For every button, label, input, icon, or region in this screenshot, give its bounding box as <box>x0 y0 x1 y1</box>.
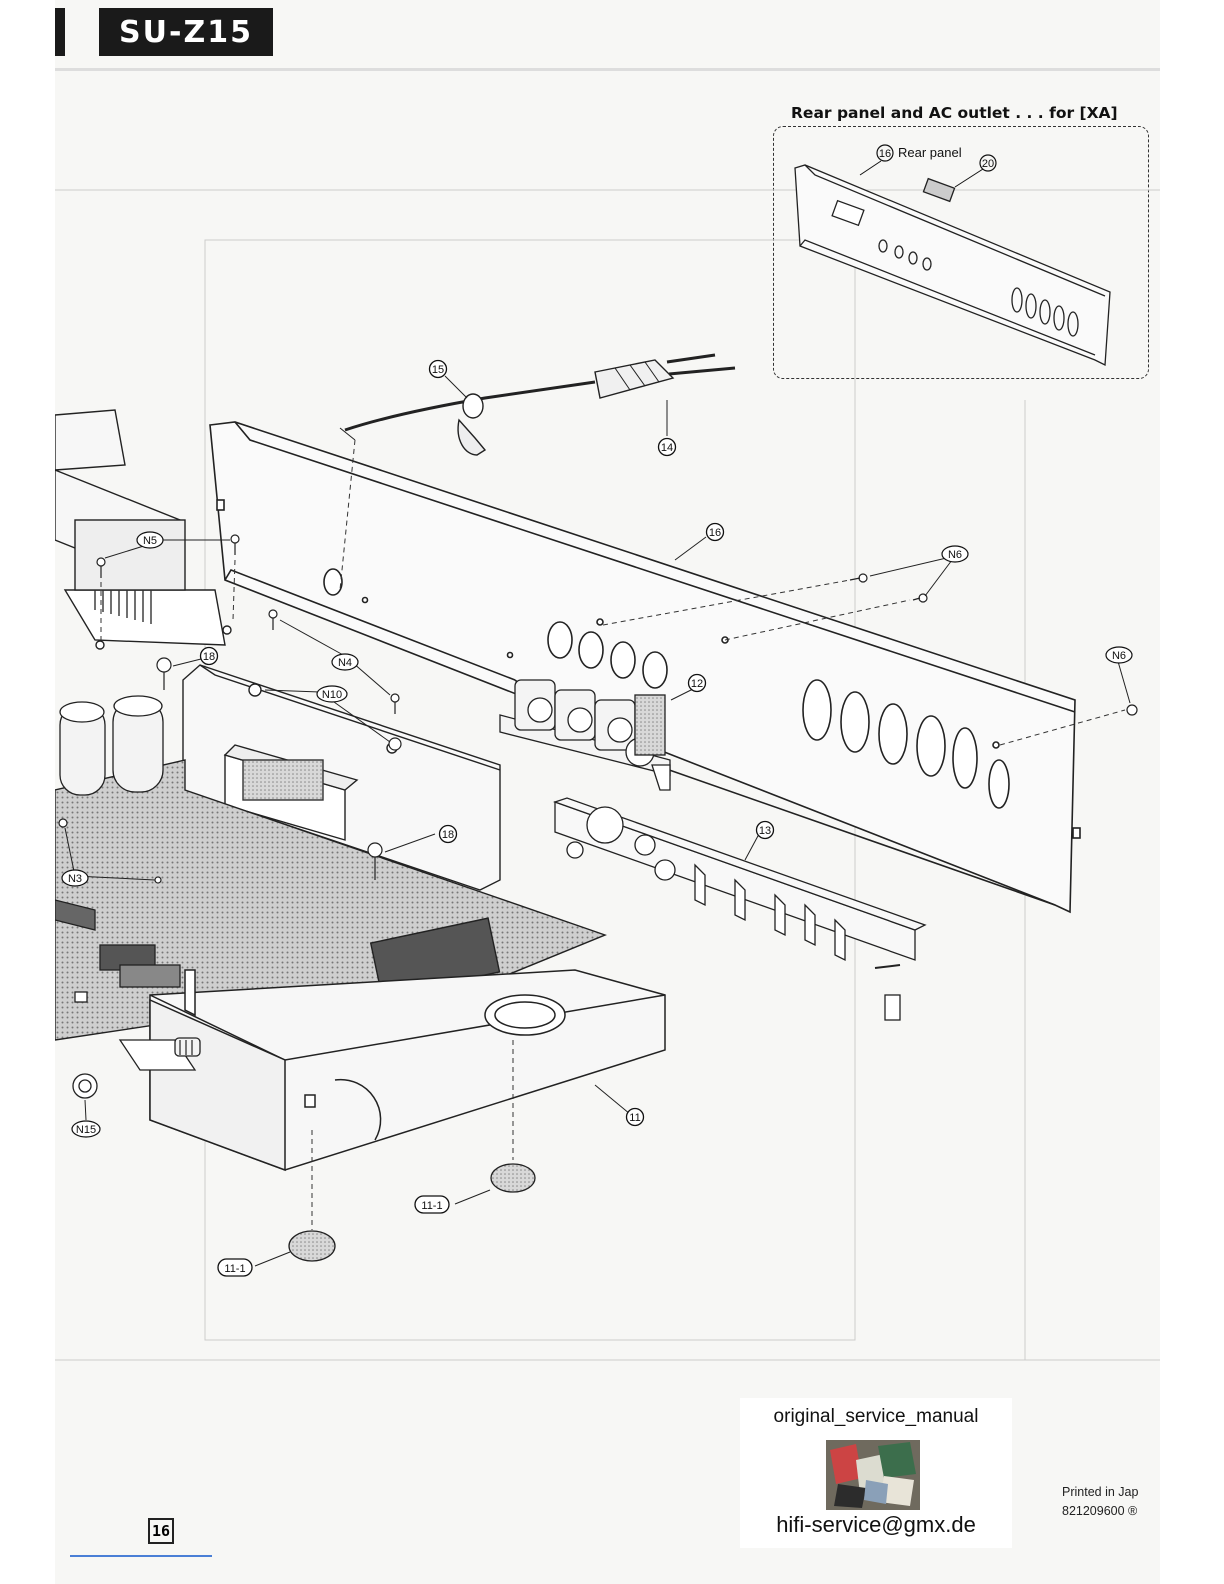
label-n6-middle-text: N6 <box>948 549 962 561</box>
label-n15-text: N15 <box>76 1124 96 1136</box>
callout-15: 15 <box>430 361 447 378</box>
watermark-box: original_service_manual hifi-service@gmx… <box>740 1398 1012 1548</box>
label-n3-text: N3 <box>68 873 82 885</box>
inset-rear-panel-label: Rear panel <box>898 145 962 160</box>
watermark-bottom-text: hifi-service@gmx.de <box>740 1512 1012 1538</box>
callout-18-top: 18 <box>201 648 218 665</box>
label-n6-right: N6 <box>1106 647 1132 663</box>
inset-callout-20-text: 20 <box>982 158 994 170</box>
part-code-text: 821209600 ® <box>1062 1502 1138 1521</box>
exploded-view-diagram: 16 Rear panel 20 <box>55 0 1160 1584</box>
callout-16: 16 <box>707 524 724 541</box>
label-n4-text: N4 <box>338 657 352 669</box>
ac-power-cord <box>340 355 735 455</box>
callout-13-text: 13 <box>759 825 771 837</box>
label-n15: N15 <box>72 1121 100 1137</box>
label-n4: N4 <box>332 654 358 670</box>
callout-16-text: 16 <box>709 527 721 539</box>
watermark-photo <box>826 1440 920 1510</box>
callout-12: 12 <box>689 675 706 692</box>
callout-11-1-right: 11-1 <box>415 1196 449 1213</box>
label-n3: N3 <box>62 870 88 886</box>
callout-11-text: 11 <box>629 1112 640 1124</box>
label-n5-text: N5 <box>143 535 157 547</box>
bottom-accent-line <box>70 1555 212 1557</box>
callout-11: 11 <box>627 1109 644 1126</box>
callout-11-1-left-text: 11-1 <box>224 1263 245 1275</box>
callout-12-text: 12 <box>691 678 703 690</box>
bottom-chassis <box>150 970 665 1170</box>
callout-18-bottom: 18 <box>440 826 457 843</box>
print-info: Printed in Jap 821209600 ® <box>1062 1483 1138 1521</box>
label-n5: N5 <box>137 532 163 548</box>
label-n10: N10 <box>317 686 347 702</box>
label-n10-text: N10 <box>322 689 342 701</box>
inset-rear-panel <box>795 165 1110 365</box>
page-number: 16 <box>148 1518 174 1544</box>
input-jacks <box>500 680 670 790</box>
callout-18-bottom-text: 18 <box>442 829 454 841</box>
callout-15-text: 15 <box>432 364 444 376</box>
manual-page: SU-Z15 Rear panel and AC outlet . . . fo… <box>55 0 1160 1584</box>
watermark-top-text: original_service_manual <box>740 1406 1012 1428</box>
callout-11-1-right-text: 11-1 <box>421 1200 442 1212</box>
inset-callout-16-text: 16 <box>879 148 891 160</box>
callout-18-top-text: 18 <box>203 651 215 663</box>
label-n6-middle: N6 <box>942 546 968 562</box>
printed-in-text: Printed in Jap <box>1062 1483 1138 1502</box>
rubber-feet <box>289 1164 535 1261</box>
callout-14-text: 14 <box>661 442 673 454</box>
inset-callout-16: 16 <box>860 145 893 175</box>
callout-11-1-left: 11-1 <box>218 1259 252 1276</box>
callout-13: 13 <box>757 822 774 839</box>
label-n6-right-text: N6 <box>1112 650 1126 662</box>
callout-14: 14 <box>659 439 676 456</box>
